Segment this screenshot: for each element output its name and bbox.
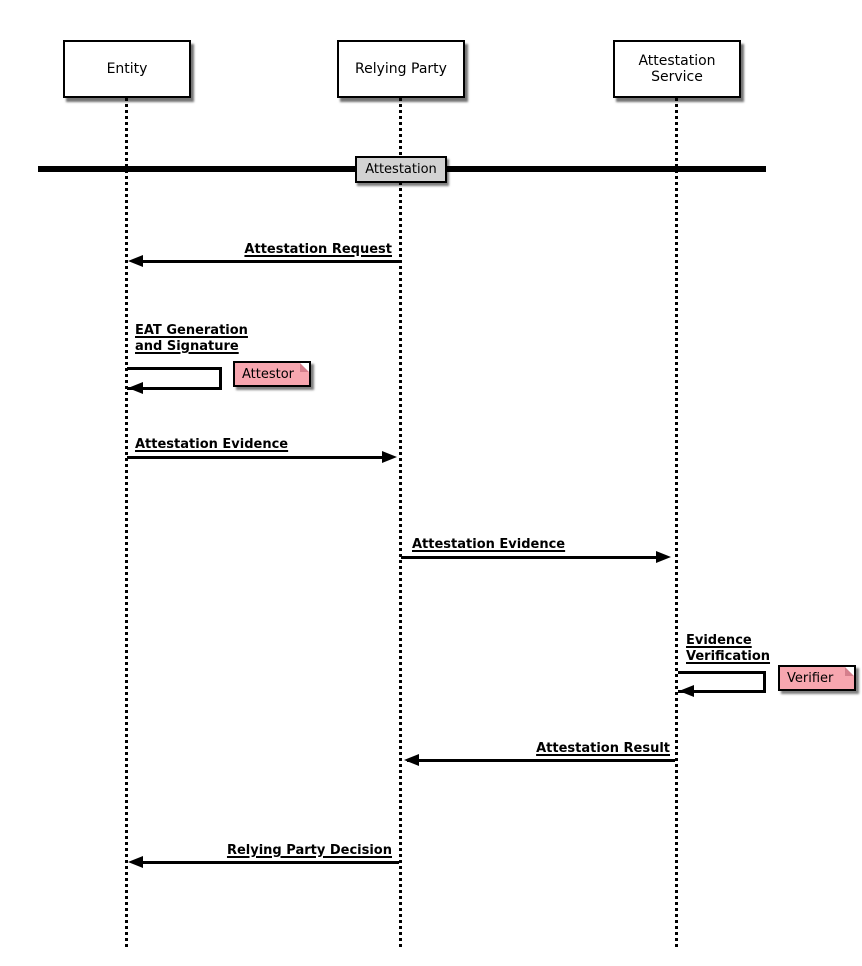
note-attestor: Attestor — [233, 361, 311, 387]
note-verifier: Verifier — [778, 665, 856, 691]
message-label-eat-generation-line2: and Signature — [135, 339, 239, 354]
message-line-attestation-evidence-2 — [401, 556, 657, 559]
message-line-attestation-evidence-1 — [127, 456, 383, 459]
message-label-relying-party-decision: Relying Party Decision — [226, 843, 392, 858]
message-line-attestation-request — [133, 260, 399, 263]
message-line-relying-party-decision — [133, 861, 399, 864]
message-label-attestation-request: Attestation Request — [244, 242, 392, 257]
participant-entity: Entity — [63, 40, 191, 98]
message-label-attestation-evidence-1: Attestation Evidence — [135, 437, 289, 452]
lifeline-attestation-service — [675, 98, 678, 950]
arrowhead-right-icon — [382, 451, 397, 463]
message-label-attestation-result: Attestation Result — [536, 741, 670, 756]
message-line-attestation-result — [407, 759, 675, 762]
divider-label: Attestation — [355, 156, 447, 183]
message-label-evidence-verification-line1: Evidence — [686, 633, 752, 648]
participant-attestation-service: Attestation Service — [613, 40, 741, 98]
arrowhead-right-icon — [656, 551, 671, 563]
lifeline-relying-party — [399, 98, 402, 950]
arrowhead-left-icon — [128, 856, 143, 868]
arrowhead-left-icon — [679, 685, 694, 697]
lifeline-entity — [125, 98, 128, 950]
arrowhead-left-icon — [128, 382, 143, 394]
message-label-eat-generation-line1: EAT Generation — [135, 323, 248, 338]
note-attestor-label: Attestor — [242, 366, 295, 382]
self-loop-entity — [127, 367, 222, 390]
note-verifier-label: Verifier — [787, 670, 834, 686]
arrowhead-left-icon — [404, 754, 419, 766]
self-loop-attestation-service — [678, 671, 766, 693]
message-label-evidence-verification-line2: Verification — [686, 649, 771, 664]
arrowhead-left-icon — [128, 255, 143, 267]
participant-relying-party: Relying Party — [337, 40, 465, 98]
message-label-attestation-evidence-2: Attestation Evidence — [412, 537, 566, 552]
